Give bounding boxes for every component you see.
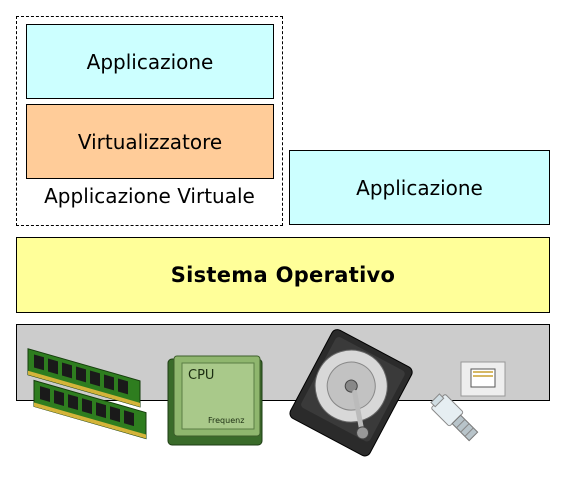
- virtual-application-frame: [16, 16, 283, 226]
- virtualizer-label: Virtualizzatore: [77, 129, 223, 154]
- virtual-application-box: Applicazione: [26, 24, 274, 99]
- operating-system-box: Sistema Operativo: [16, 237, 550, 313]
- virtualizer-box: Virtualizzatore: [26, 104, 274, 179]
- ram-icon: [27, 348, 147, 440]
- cpu-icon: CPU Frequenz: [167, 355, 263, 446]
- operating-system-label: Sistema Operativo: [170, 263, 396, 287]
- virtual-application-caption: Applicazione Virtuale: [44, 184, 255, 208]
- cpu-chip-subtext: Frequenz: [208, 416, 244, 425]
- hard-disk-icon: [289, 329, 413, 457]
- virtual-application-label: Applicazione: [86, 49, 214, 74]
- native-application-label: Applicazione: [356, 175, 483, 200]
- native-application-box: Applicazione: [289, 150, 550, 225]
- network-port-icon: [430, 361, 506, 442]
- cpu-chip-text: CPU: [188, 368, 214, 383]
